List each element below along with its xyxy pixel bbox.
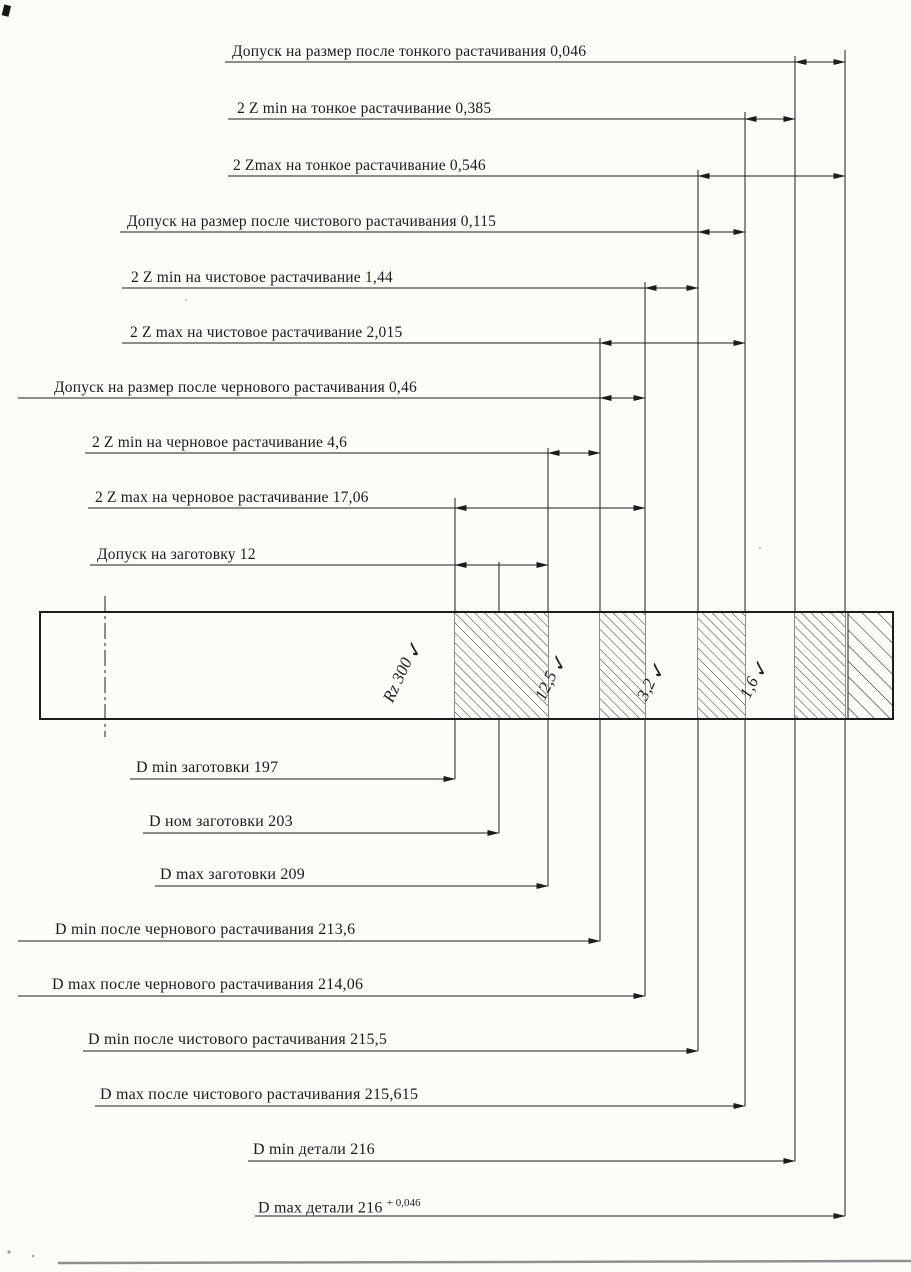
tolerance-zone-blank	[455, 613, 548, 718]
tolerance-superscript: + 0,046	[386, 1197, 421, 1209]
top-dimension-label: Допуск на заготовку 12	[97, 546, 256, 563]
top-dimension-arrows	[454, 59, 846, 568]
tolerance-zone-rough-boring	[600, 613, 645, 718]
bottom-dimension-label: D ном заготовки 203	[149, 813, 293, 830]
top-dimension-label: Допуск на размер после чернового растачи…	[54, 379, 417, 396]
top-dimension-label: 2 Z min на тонкое растачивание 0,385	[237, 100, 492, 117]
tolerance-zone-finish-boring	[698, 613, 745, 718]
bottom-dimension-label: D max после чистового растачивания 215,6…	[100, 1086, 419, 1103]
top-dimension-label: 2 Zmax на тонкое растачивание 0,546	[233, 157, 486, 174]
top-dimension-label: Допуск на размер после чистового растачи…	[127, 213, 497, 230]
scan-artifacts	[1, 4, 911, 1265]
part-wall-section	[848, 613, 893, 718]
top-dimension-label: 2 Z max на чистовое растачивание 2,015	[130, 324, 403, 341]
bottom-dimension-label: D max заготовки 209	[160, 866, 305, 883]
bottom-dimension-label: D max после чернового растачивания 214,0…	[52, 976, 364, 993]
bottom-dimension-label: D max детали 216 + 0,046	[258, 1194, 420, 1217]
tolerance-zone-part	[795, 613, 845, 718]
bottom-dimension-label: D min после чистового растачивания 215,5	[88, 1031, 388, 1048]
top-dimension-label: Допуск на размер после тонкого растачива…	[232, 43, 587, 60]
top-dimension-label: 2 Z min на черновое растачивание 4,6	[92, 434, 348, 451]
top-dimension-label: 2 Z max на черновое растачивание 17,06	[95, 489, 369, 506]
workpiece-bar	[39, 596, 894, 737]
bottom-dimension-text: D max детали 216	[258, 1199, 383, 1217]
top-leader-lines	[18, 61, 795, 566]
bottom-dimension-arrows	[18, 776, 846, 1219]
bottom-dimension-label: D min заготовки 197	[136, 759, 279, 776]
bottom-dimension-label: D min детали 216	[253, 1141, 375, 1158]
bottom-dimension-label: D min после чернового растачивания 213,6	[55, 921, 356, 938]
top-dimension-label: 2 Z min на чистовое растачивание 1,44	[131, 269, 393, 286]
